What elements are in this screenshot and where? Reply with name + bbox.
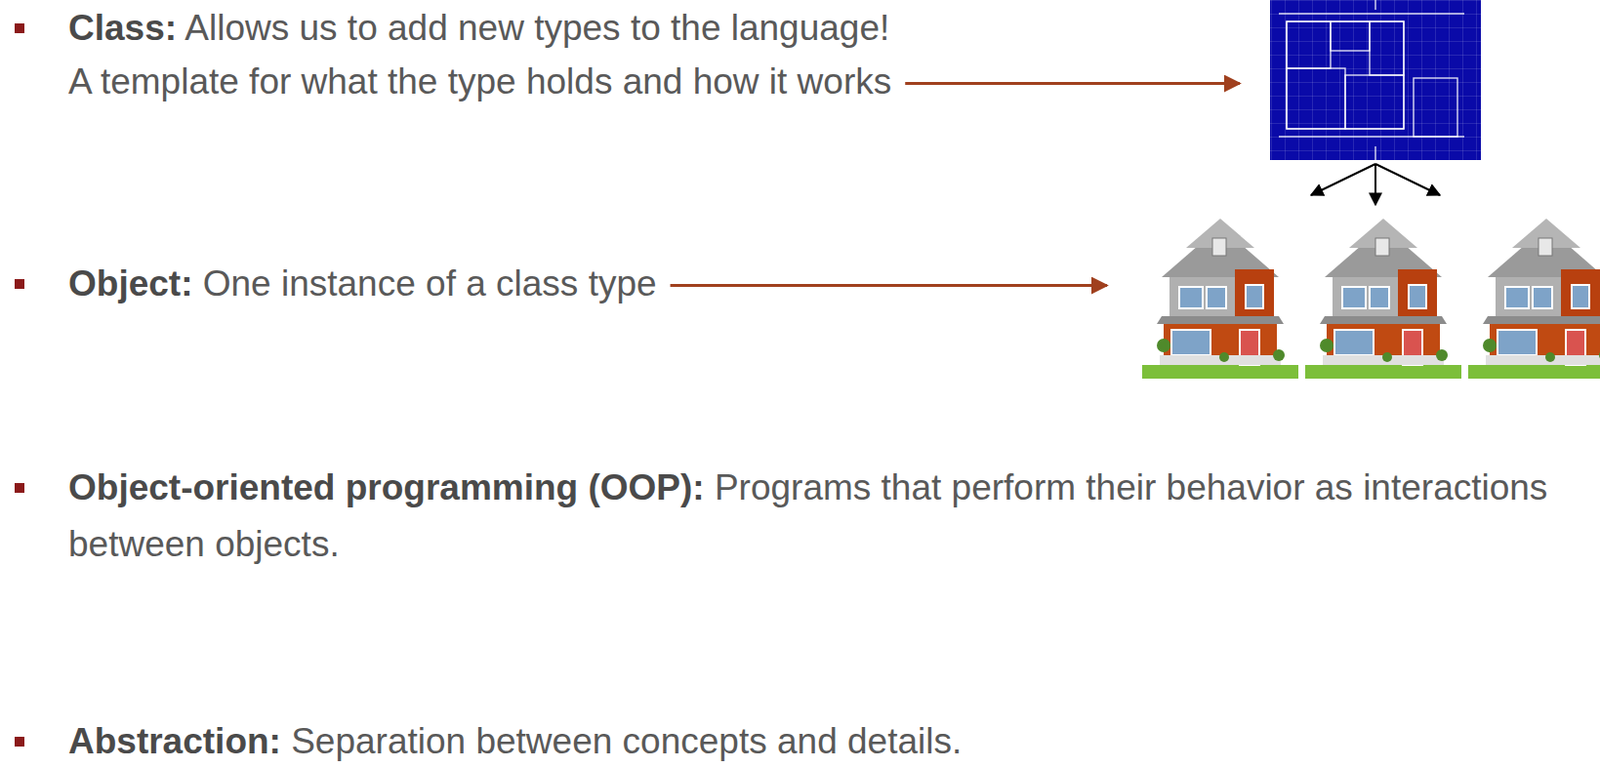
bullet-square	[14, 737, 25, 747]
bullet-square	[14, 483, 25, 493]
bullet-paragraph: Abstraction: Separation between concepts…	[68, 713, 1533, 768]
pointer-arrow	[670, 284, 1108, 288]
definition-text: One instance of a class type	[203, 263, 657, 304]
bullet-square	[14, 279, 25, 289]
house-object	[1305, 208, 1462, 379]
bullet-paragraph: Object-oriented programming (OOP): Progr…	[68, 459, 1592, 574]
definition-text: Separation between concepts and details.	[290, 721, 962, 762]
definition-text: A template for what the type holds and h…	[68, 61, 892, 102]
instantiation-arrows	[1311, 164, 1440, 206]
bullet-paragraph: Class: Allows us to add new types to the…	[68, 0, 1143, 57]
term-label: Object:	[68, 263, 193, 304]
definition-text: Allows us to add new types to the langua…	[184, 7, 890, 48]
term-label: Object-oriented programming (OOP):	[68, 467, 705, 508]
bullet-square	[14, 23, 25, 34]
house-object	[1142, 208, 1299, 379]
house-object	[1468, 208, 1600, 379]
pointer-arrow	[904, 82, 1240, 85]
term-label: Abstraction:	[68, 721, 282, 762]
term-label: Class:	[68, 7, 177, 48]
bullet-paragraph: Object: One instance of a class type	[68, 255, 850, 313]
blueprint	[1270, 0, 1481, 161]
bullet-paragraph: A template for what the type holds and h…	[68, 53, 1143, 111]
